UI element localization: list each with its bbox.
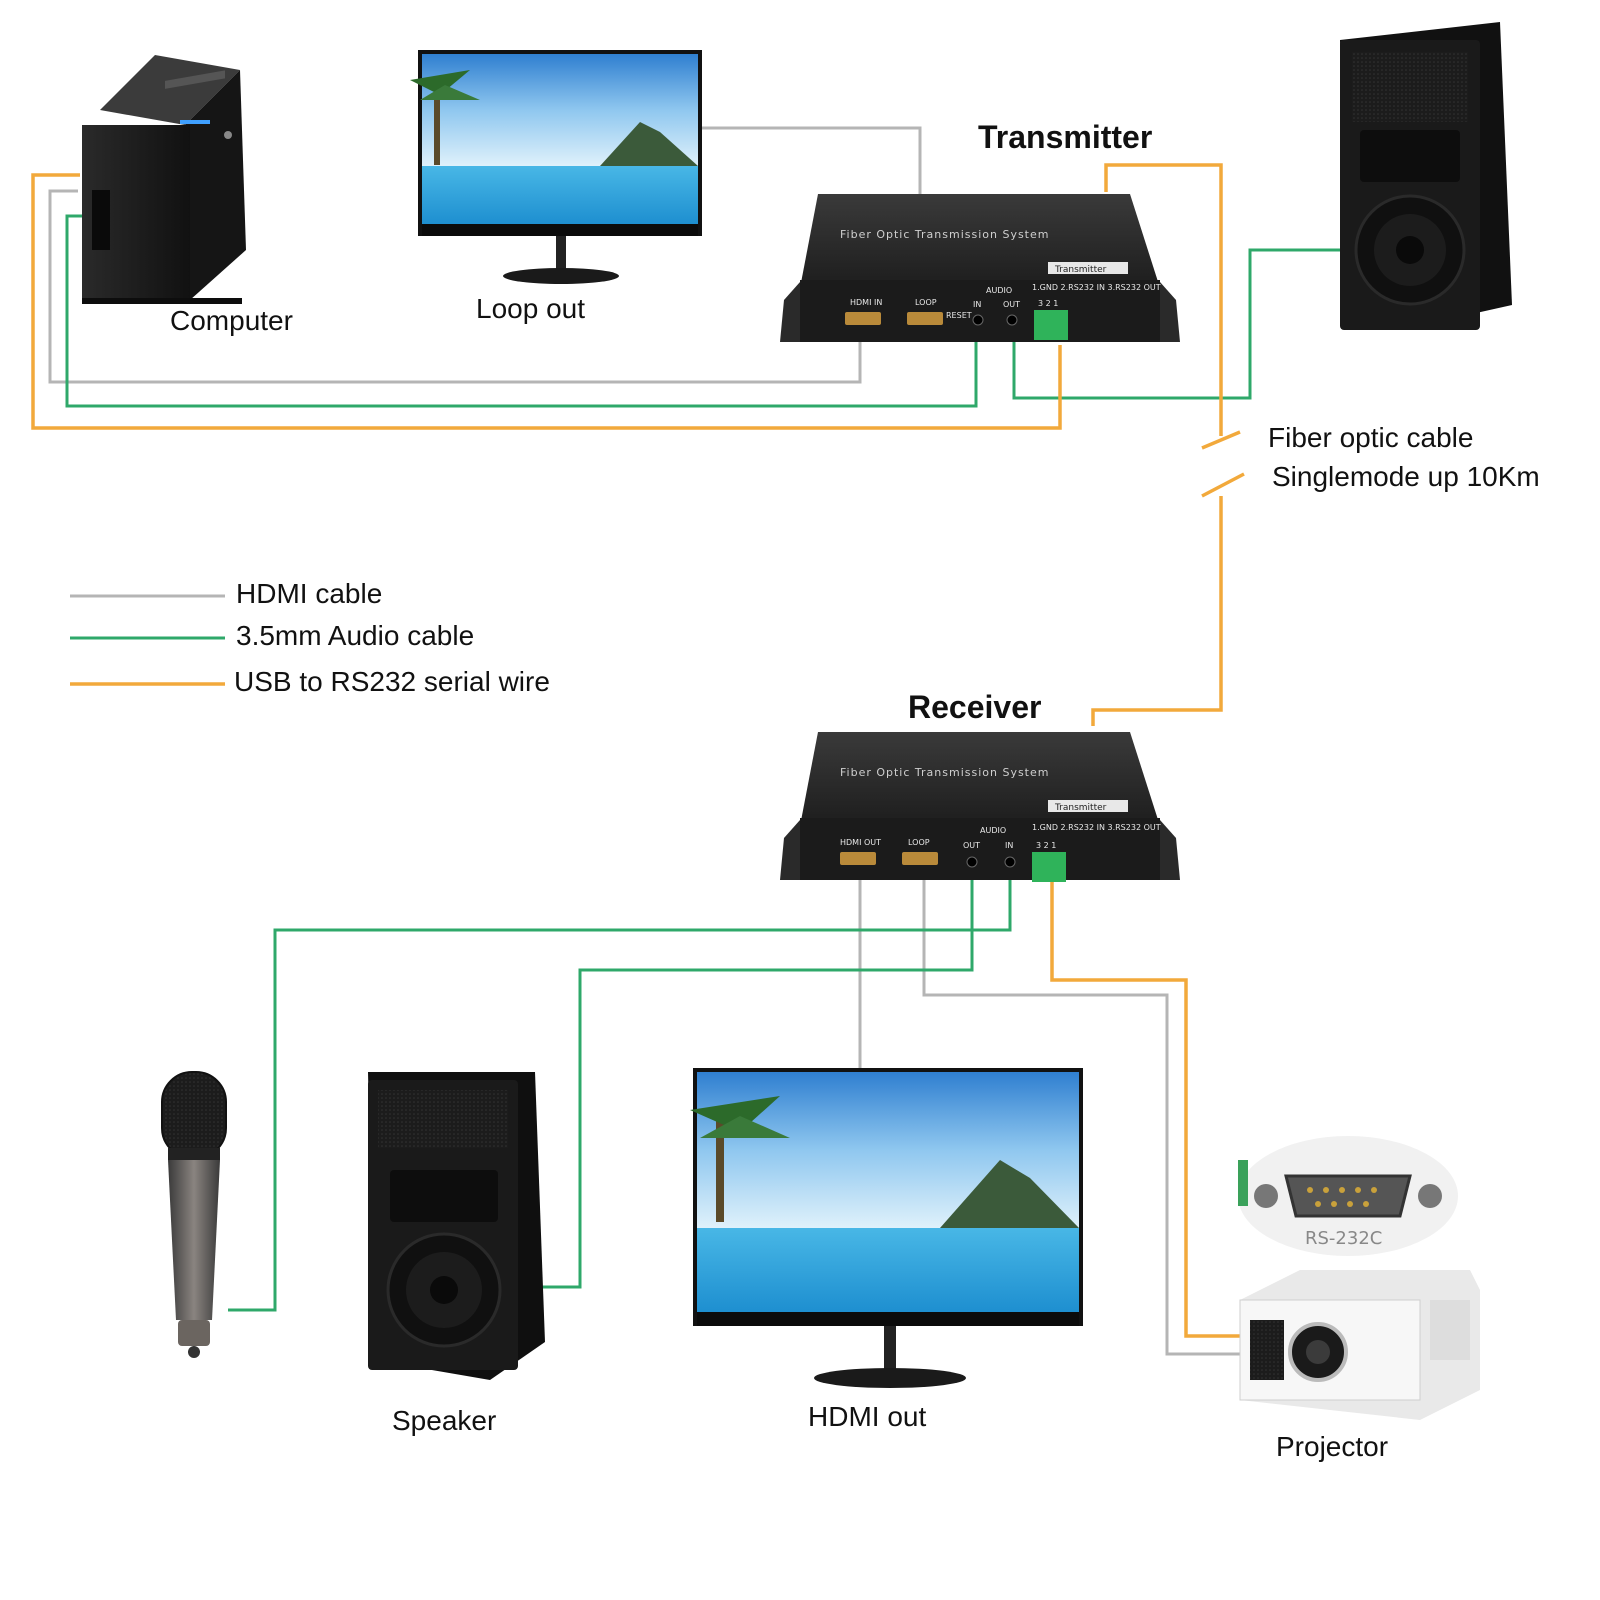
receiver-pin-numbers: 3 2 1 xyxy=(1036,841,1056,850)
audio-cable-computer-to-transmitter xyxy=(65,214,978,408)
transmitter-badge: Transmitter xyxy=(1054,265,1107,275)
hdmi-cable-computer-to-transmitter xyxy=(48,189,862,384)
audio-in-jack xyxy=(972,314,984,326)
speaker-label: Speaker xyxy=(392,1405,496,1436)
transmitter-pin-numbers: 3 2 1 xyxy=(1038,299,1058,308)
transmitter-out-label: OUT xyxy=(1003,300,1020,309)
receiver-box: Fiber Optic Transmission System Transmit… xyxy=(780,732,1180,882)
fiber-break-mark-lower xyxy=(1201,472,1245,498)
hdmi-out-monitor-icon xyxy=(690,1068,1083,1388)
computer-label: Computer xyxy=(170,305,293,336)
hdmi-out-label: HDMI out xyxy=(808,1401,926,1432)
serial-cables-receiver xyxy=(1050,880,1240,1338)
transmitter-hdmi-in-label: HDMI IN xyxy=(850,298,882,307)
rs232-terminal-block xyxy=(1034,310,1068,340)
speaker-bottom-icon xyxy=(368,1072,545,1380)
computer-tower-icon xyxy=(82,55,246,304)
legend-audio-label: 3.5mm Audio cable xyxy=(236,620,474,651)
serial-cable-computer-to-transmitter xyxy=(31,173,1062,430)
receiver-out-label: OUT xyxy=(963,841,980,850)
transmitter-system-name: Fiber Optic Transmission System xyxy=(840,228,1049,241)
fiber-cable-lower xyxy=(1091,496,1223,726)
legend-hdmi-label: HDMI cable xyxy=(236,578,382,609)
receiver-title: Receiver xyxy=(908,689,1041,725)
audio-cables-receiver xyxy=(228,870,1012,1312)
receiver-pins-label: 1.GND 2.RS232 IN 3.RS232 OUT xyxy=(1032,823,1161,832)
projector-label: Projector xyxy=(1276,1431,1388,1462)
transmitter-loop-label: LOOP xyxy=(915,298,937,307)
audio-cable-receiver-to-speaker xyxy=(540,870,974,1289)
rs232-connector-icon: RS-232C xyxy=(1238,1136,1458,1256)
serial-cables xyxy=(31,163,1245,726)
serial-cable-receiver-to-projector xyxy=(1050,880,1240,1338)
audio-cable-transmitter-to-speaker xyxy=(1012,248,1340,400)
fiber-cable-upper xyxy=(1104,163,1223,436)
fiber-break-mark-upper xyxy=(1201,430,1241,450)
receiver-system-name: Fiber Optic Transmission System xyxy=(840,766,1049,779)
audio-out-jack xyxy=(1006,314,1018,326)
receiver-hdmi-out-label: HDMI OUT xyxy=(840,838,881,847)
rs232-label: RS-232C xyxy=(1305,1228,1382,1249)
audio-cables xyxy=(65,214,1340,408)
singlemode-label: Singlemode up 10Km xyxy=(1272,461,1540,492)
transmitter-pins-label: 1.GND 2.RS232 IN 3.RS232 OUT xyxy=(1032,283,1161,292)
receiver-audio-in-jack xyxy=(1004,856,1016,868)
hdmi-cable-receiver-to-projector xyxy=(922,870,1240,1356)
transmitter-in-label: IN xyxy=(973,300,981,309)
hdmi-in-port xyxy=(845,312,881,325)
hdmi-out-port xyxy=(840,852,876,865)
receiver-audio-label: AUDIO xyxy=(980,826,1006,835)
receiver-audio-out-jack xyxy=(966,856,978,868)
loop-out-monitor-icon xyxy=(410,50,702,284)
legend: HDMI cable 3.5mm Audio cable USB to RS23… xyxy=(70,578,550,697)
receiver-loop-label: LOOP xyxy=(908,838,930,847)
receiver-rs232-terminal-block xyxy=(1032,852,1066,882)
transmitter-title: Transmitter xyxy=(978,119,1152,155)
transmitter-box: Fiber Optic Transmission System Transmit… xyxy=(780,194,1180,342)
projector-icon xyxy=(1239,1270,1480,1420)
audio-cable-mic-to-receiver xyxy=(228,870,1012,1312)
transmitter-reset-label: RESET xyxy=(946,311,972,320)
fiber-optic-label: Fiber optic cable xyxy=(1268,422,1473,453)
receiver-loop-port xyxy=(902,852,938,865)
legend-serial-label: USB to RS232 serial wire xyxy=(234,666,550,697)
transmitter-audio-label: AUDIO xyxy=(986,286,1012,295)
receiver-in-label: IN xyxy=(1005,841,1013,850)
receiver-badge: Transmitter xyxy=(1054,803,1107,813)
loop-port xyxy=(907,312,943,325)
microphone-icon xyxy=(161,1071,227,1358)
loop-out-label: Loop out xyxy=(476,293,585,324)
speaker-top-icon xyxy=(1340,22,1512,330)
